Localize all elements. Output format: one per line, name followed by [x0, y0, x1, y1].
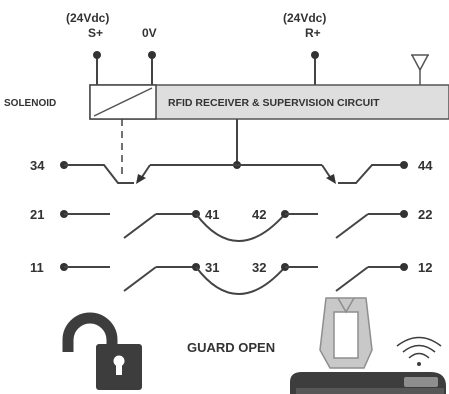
receiver-label: RFID RECEIVER & SUPERVISION CIRCUIT	[168, 97, 380, 109]
terminal-12	[400, 263, 408, 271]
wireless-signal-icon	[396, 336, 442, 366]
terminal-22	[400, 210, 408, 218]
r-plus-terminal	[311, 51, 319, 59]
solenoid-label: SOLENOID	[4, 98, 56, 109]
s-plus-voltage-label: (24Vdc)	[66, 11, 109, 25]
terminal-41-label: 41	[205, 207, 219, 222]
r-plus-label: R+	[305, 26, 321, 40]
contact-42-22-blade	[335, 213, 369, 239]
contact-11-31-blade	[123, 266, 157, 292]
terminal-44	[400, 161, 408, 169]
terminal-22-label: 22	[418, 207, 432, 222]
bridge-41-42	[195, 213, 286, 242]
terminal-12-label: 12	[418, 260, 432, 275]
contact-44-wire	[338, 164, 404, 184]
r-plus-voltage-label: (24Vdc)	[283, 11, 326, 25]
terminal-42-label: 42	[252, 207, 266, 222]
contact-21-41-blade	[123, 213, 157, 239]
terminal-31-label: 31	[205, 260, 219, 275]
guard-status-label: GUARD OPEN	[187, 340, 275, 355]
terminal-44-label: 44	[418, 158, 433, 173]
contact-34-wire	[64, 164, 134, 184]
terminal-34-label: 34	[30, 158, 45, 173]
zero-v-label: 0V	[142, 26, 157, 40]
s-plus-label: S+	[88, 26, 103, 40]
terminal-32-label: 32	[252, 260, 266, 275]
antenna-icon	[411, 54, 429, 85]
contact-32-12-blade	[335, 266, 369, 292]
s-plus-terminal	[93, 51, 101, 59]
bridge-31-32	[195, 266, 286, 295]
terminal-21-label: 21	[30, 207, 44, 222]
contact-44-arrow	[326, 174, 336, 184]
rfid-actuator-icon	[290, 297, 446, 394]
terminal-11-label: 11	[30, 260, 44, 275]
solenoid-coil-diagonal	[93, 87, 153, 117]
zero-v-terminal	[148, 51, 156, 59]
contact-34-arrow	[136, 174, 146, 184]
unlocked-padlock-icon	[62, 312, 142, 390]
